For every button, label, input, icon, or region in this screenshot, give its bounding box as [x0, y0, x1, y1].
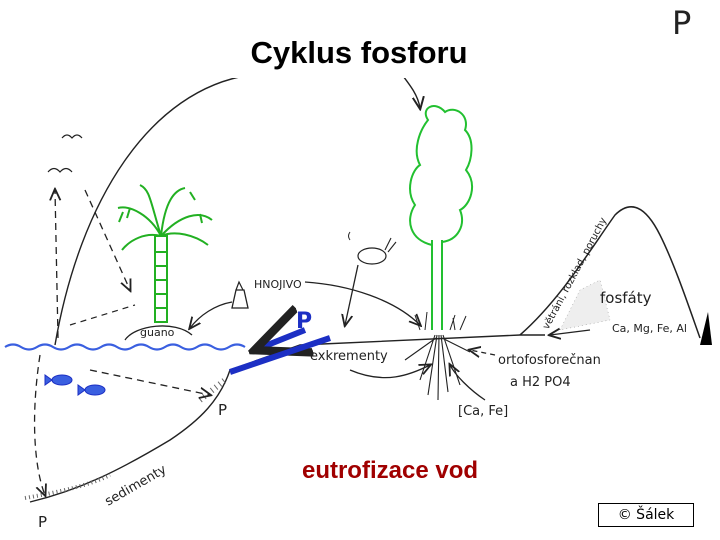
dashed-arrow-birds-guano [85, 190, 130, 290]
blue-p-label: P [296, 309, 312, 334]
arrow-excrement-to-roots [350, 365, 430, 378]
rabbit-icon [358, 248, 386, 264]
tree-roots [405, 335, 470, 400]
subtitle: eutrofizace vod [302, 457, 478, 485]
water-surface [5, 345, 245, 350]
dashed-sink-mid [90, 370, 210, 395]
bird-icon [62, 135, 82, 138]
triangle-marker [700, 312, 712, 345]
sedimenty-label: sedimenty [103, 462, 170, 509]
copyright-box: © Šálek [598, 503, 694, 527]
arrow-hnojivo [190, 302, 232, 328]
bird-icon [48, 169, 72, 173]
dashed-sink-left [35, 355, 45, 495]
fish-icon [45, 375, 105, 395]
page-title: Cyklus fosforu [250, 35, 467, 71]
dashed-ortho-to-roots [470, 350, 495, 355]
fosfaty-label: fosfáty [600, 289, 652, 307]
tree [410, 106, 472, 330]
title-box: Cyklus fosforu [148, 28, 570, 78]
ortofosforecnan-label: ortofosforečnan [498, 353, 601, 368]
arrow-rabbit-down [345, 265, 358, 325]
exkrementy-label: exkrementy [310, 349, 388, 364]
fertilizer-sack-icon [232, 290, 248, 308]
hnojivo-label: HNOJIVO [254, 278, 302, 291]
palm-tree [118, 185, 212, 322]
ca-mg-fe-al-label: Ca, Mg, Fe, Al [612, 322, 687, 335]
copyright-text: © Šálek [618, 507, 675, 523]
ca-fe-label: [Ca, Fe] [458, 404, 508, 419]
arrow-fertilizer-to-soil [305, 282, 420, 325]
guano-label: guano [140, 326, 175, 339]
arrow-hill-to-soil [550, 330, 590, 335]
corner-p-label: P [672, 4, 691, 42]
p-middle-label: P [218, 401, 227, 419]
dashed-line-water [70, 305, 135, 325]
subtitle-box: eutrofizace vod [190, 448, 590, 494]
h2po4-label: a H2 PO4 [510, 375, 571, 390]
dashed-arrow-up [55, 190, 58, 338]
p-bottom-label: P [38, 513, 47, 531]
